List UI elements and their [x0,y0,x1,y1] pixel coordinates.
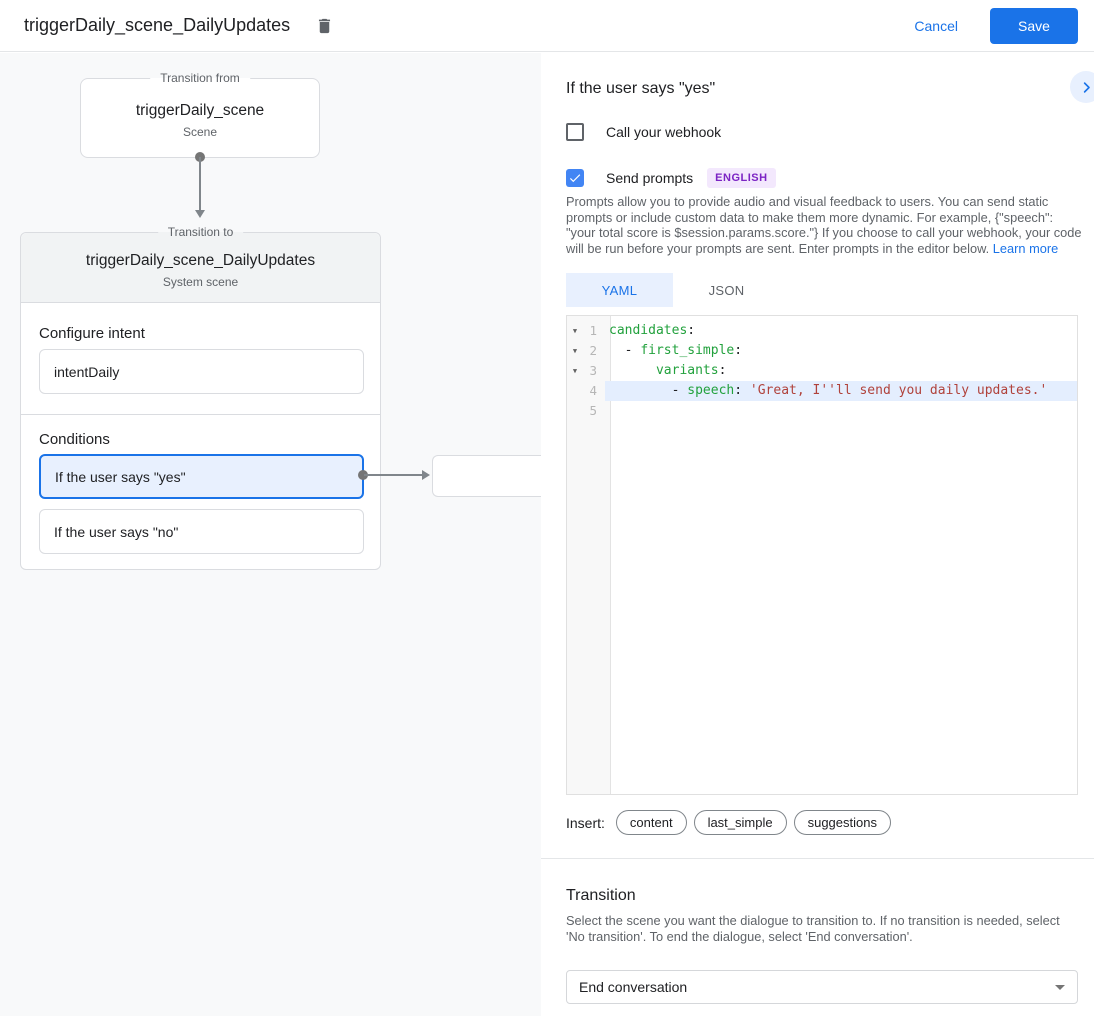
tab-json[interactable]: JSON [708,282,745,298]
connector-line [199,157,201,211]
condition-detail-panel: If the user says "yes" Call your webhook… [541,53,1094,1016]
save-button[interactable]: Save [990,7,1078,44]
code-lines: ▼ 1 candidates: ▼ 2 - first_simple: ▼ 3 varian… [567,321,1077,421]
transition-select-value: End conversation [579,979,688,995]
webhook-row: Call your webhook [566,123,721,141]
fold-arrow-icon[interactable]: ▼ [572,347,578,355]
line-content: variants: [655,363,727,378]
transition-to-legend: Transition to [157,225,244,239]
conditions-label: Conditions [39,431,110,448]
condition-connector-line [364,474,423,476]
insert-label: Insert: [566,814,605,831]
line-content: candidates: [609,323,696,338]
prompts-description-text: Prompts allow you to provide audio and v… [566,194,1082,256]
checkmark-icon [569,174,581,183]
code-line[interactable]: ▼ 3 variants: [567,361,1077,381]
header-bar: triggerDaily_scene_DailyUpdates Cancel S… [0,0,1094,52]
language-badge: ENGLISH [707,168,776,188]
insert-chip-suggestions[interactable]: suggestions [793,810,891,835]
line-number: 4 [589,383,597,398]
transition-to-card: Transition to triggerDaily_scene_DailyUp… [20,225,381,570]
yaml-code-editor[interactable]: ▼ 1 candidates: ▼ 2 - first_simple: ▼ 3 varian… [566,315,1078,795]
from-scene-name: triggerDaily_scene [135,102,265,119]
transition-from-box[interactable]: Transition from triggerDaily_scene Scene [80,71,320,158]
tab-yaml[interactable]: YAML [566,273,673,307]
line-content: - first_simple: [609,343,743,358]
panel-title: If the user says "yes" [566,80,716,97]
fold-arrow-icon[interactable]: ▼ [572,327,578,335]
intent-field[interactable]: intentDaily [39,349,364,394]
to-scene-name: triggerDaily_scene_DailyUpdates [85,252,316,269]
fold-spacer [567,401,583,421]
prompts-description: Prompts allow you to provide audio and v… [566,194,1082,256]
chevron-right-icon [1083,81,1090,93]
insert-chip-last_simple[interactable]: last_simple [693,810,787,835]
code-line[interactable]: ▼ 2 - first_simple: [567,341,1077,361]
configure-intent-label: Configure intent [39,325,145,342]
conditions-list: If the user says "yes" If the user says "… [39,454,364,554]
fold-arrow-icon[interactable]: ▼ [572,367,578,375]
scene-card-header: triggerDaily_scene_DailyUpdates System s… [21,233,380,303]
trash-icon [318,18,330,33]
transition-description: Select the scene you want the dialogue t… [566,913,1060,944]
line-number: 1 [589,323,597,338]
editor-tabs: YAML JSON [566,273,780,307]
condition-connector-arrowhead [422,470,430,480]
code-line[interactable]: 4 - speech: 'Great, I''ll send you daily… [567,381,1077,401]
card-divider [21,414,380,415]
line-content [605,401,1077,421]
insert-chip-content[interactable]: content [615,810,687,835]
chevron-down-icon [1055,984,1065,990]
from-scene-type: Scene [182,125,218,139]
connector-arrowhead [195,210,205,218]
cancel-button[interactable]: Cancel [914,17,958,34]
condition-connector-dot [358,470,368,480]
line-number: 2 [589,343,597,358]
webhook-label: Call your webhook [606,124,722,140]
condition-target-box[interactable] [432,455,541,497]
code-line[interactable]: ▼ 1 candidates: [567,321,1077,341]
header-actions: Cancel Save [914,7,1078,44]
send-prompts-label: Send prompts [606,170,694,186]
code-line[interactable]: 5 [567,401,1077,421]
send-prompts-checkbox[interactable] [566,169,584,187]
send-prompts-row: Send prompts ENGLISH [566,168,776,188]
webhook-checkbox[interactable] [566,123,584,141]
to-scene-type: System scene [162,275,239,289]
transition-from-legend: Transition from [150,71,250,85]
scene-diagram-panel: Transition from triggerDaily_scene Scene… [0,53,541,1016]
transition-select[interactable]: End conversation [566,970,1078,1004]
section-divider [541,858,1094,859]
transition-section-title: Transition [566,887,636,904]
learn-more-link[interactable]: Learn more [992,240,1059,256]
collapse-panel-button[interactable] [1070,71,1094,103]
line-content: - speech: 'Great, I''ll send you daily u… [605,381,1077,401]
condition-item[interactable]: If the user says "yes" [39,454,364,499]
condition-item[interactable]: If the user says "no" [39,509,364,554]
fold-spacer [567,381,583,401]
line-number: 5 [589,403,597,418]
line-number: 3 [589,363,597,378]
delete-button[interactable] [310,12,338,40]
page-title: triggerDaily_scene_DailyUpdates [24,15,291,35]
editor-gutter [567,316,611,794]
